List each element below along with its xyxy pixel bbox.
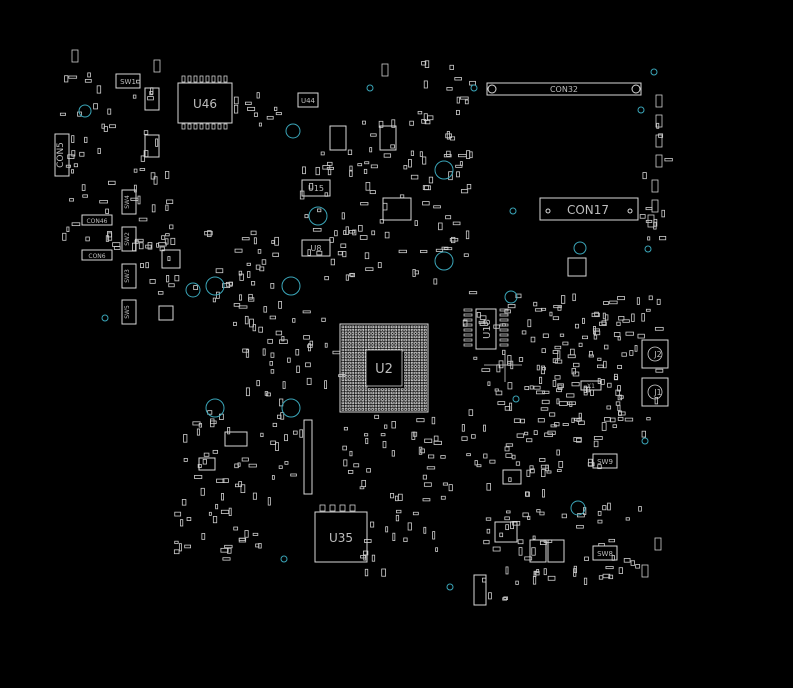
label-con17: CON17 xyxy=(567,203,609,217)
label-j2: J2 xyxy=(653,350,661,359)
connector-con5[interactable]: CON5 xyxy=(54,133,70,177)
component-u15[interactable]: U15 xyxy=(301,179,331,197)
jack-j2[interactable]: J2 xyxy=(641,339,669,369)
label-u2: U2 xyxy=(375,362,393,377)
label-con6: CON6 xyxy=(88,253,105,260)
connector-con17[interactable]: CON17 xyxy=(539,197,639,221)
switch-sw4[interactable]: SW4 xyxy=(121,189,137,215)
soic-chips xyxy=(144,87,587,606)
component-u44[interactable]: U44 xyxy=(297,92,319,108)
switch-sw8[interactable]: SW8 xyxy=(592,545,618,561)
label-con32: CON32 xyxy=(550,85,578,94)
label-u44: U44 xyxy=(301,97,316,105)
label-u18: U18 xyxy=(482,319,493,339)
switch-sw5[interactable]: SW5 xyxy=(121,299,137,325)
passive-components xyxy=(59,49,673,601)
switch-sw1[interactable]: SW1 xyxy=(115,73,141,89)
component-u35[interactable]: U35 xyxy=(314,504,368,563)
connector-con6[interactable]: CON6 xyxy=(81,249,113,261)
label-u8: U8 xyxy=(311,244,322,253)
switch-sw2[interactable]: SW2 xyxy=(121,226,137,252)
component-u18[interactable]: U18 xyxy=(463,308,522,382)
component-u2-bga[interactable]: U2 xyxy=(339,323,429,413)
label-u35: U35 xyxy=(329,531,353,545)
connector-con46[interactable]: CON46 xyxy=(81,214,113,226)
label-x1: X1 xyxy=(587,383,595,390)
connector-con32[interactable]: CON32 xyxy=(486,82,642,96)
label-sw3: SW3 xyxy=(124,269,131,283)
label-sw9: SW9 xyxy=(597,458,613,466)
label-sw2: SW2 xyxy=(124,232,131,246)
switch-sw9[interactable]: SW9 xyxy=(592,453,618,469)
label-sw1: SW1 xyxy=(120,78,136,86)
crystal-x1[interactable]: X1 xyxy=(580,380,602,391)
label-con5: CON5 xyxy=(56,142,66,168)
label-sw5: SW5 xyxy=(124,305,131,319)
jack-j1[interactable]: J1 xyxy=(641,377,669,407)
component-u46[interactable]: U46 xyxy=(177,75,233,130)
via-markers xyxy=(78,68,658,591)
label-j1: J1 xyxy=(653,388,661,397)
label-u46: U46 xyxy=(193,97,217,111)
switch-sw3[interactable]: SW3 xyxy=(121,263,137,289)
label-sw4: SW4 xyxy=(124,195,131,209)
label-u15: U15 xyxy=(308,184,324,193)
label-sw8: SW8 xyxy=(597,550,613,558)
component-u8[interactable]: U8 xyxy=(301,239,331,257)
label-con46: CON46 xyxy=(86,218,107,225)
